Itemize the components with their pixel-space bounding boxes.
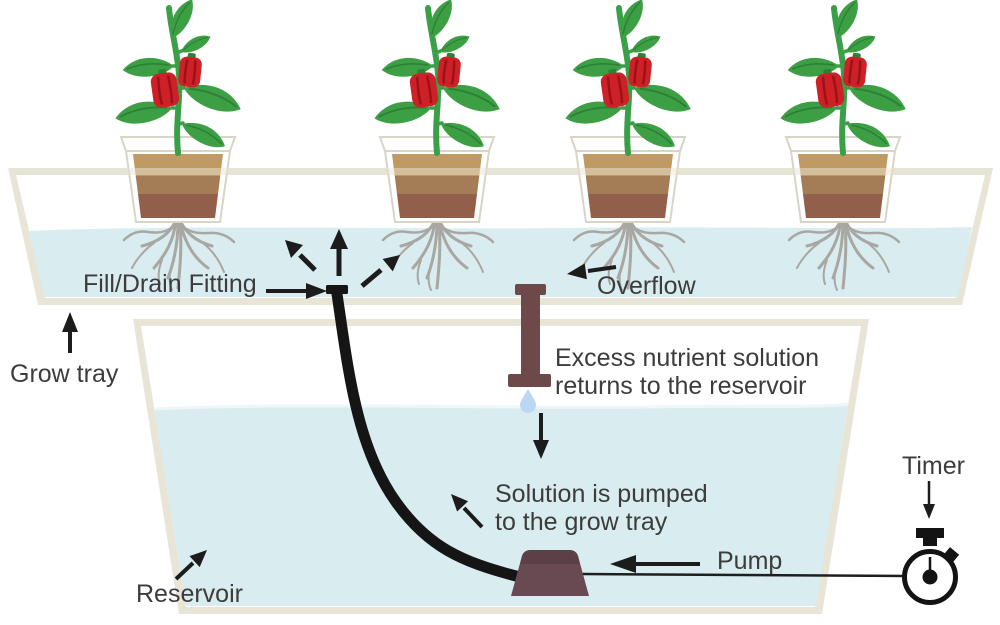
water-droplet-icon [520,389,536,413]
drain-tube [326,285,522,582]
label-excess-line1: Excess nutrient solution [555,344,819,372]
spray-arrow-up-right [360,255,400,288]
reservoir-water [154,404,848,606]
label-excess-line2: returns to the reservoir [555,372,807,400]
timer-arrow [923,481,935,519]
grow-tray-arrow [62,312,78,353]
power-cord [581,572,905,578]
timer-center-dot [922,569,938,585]
label-solution-line2: to the grow tray [495,508,668,536]
grow-tray [8,168,993,305]
overflow-arrow [567,263,617,280]
spray-arrow-up [330,229,348,276]
fill-drain-fitting [326,285,348,294]
label-fill-drain: Fill/Drain Fitting [83,270,257,298]
water-surface-highlight [153,402,849,411]
timer-icon [902,528,960,605]
arrows [62,229,935,581]
solution-arrow [451,494,484,529]
label-timer: Timer [902,452,965,480]
label-overflow: Overflow [597,272,697,300]
reservoir [133,319,869,614]
label-reservoir: Reservoir [136,580,243,608]
spray-arrow-up-left [285,240,317,272]
tray-back-rim [8,168,993,175]
timer-button-icon [916,528,944,538]
excess-down-arrow [533,413,549,459]
reservoir-arrow [174,550,207,581]
label-grow-tray: Grow tray [10,360,119,388]
overflow-pipe [508,284,551,387]
pump-body [511,550,589,596]
label-pump: Pump [717,547,782,575]
timer-crown-icon [944,547,960,562]
grow-tray-water [28,227,972,297]
pump-arrow [610,555,700,573]
label-solution-line1: Solution is pumped [495,480,708,508]
labels: Fill/Drain Fitting Grow tray Overflow Ex… [10,270,965,608]
fill-drain-arrow [266,283,327,299]
timer-button-stem [923,538,937,546]
